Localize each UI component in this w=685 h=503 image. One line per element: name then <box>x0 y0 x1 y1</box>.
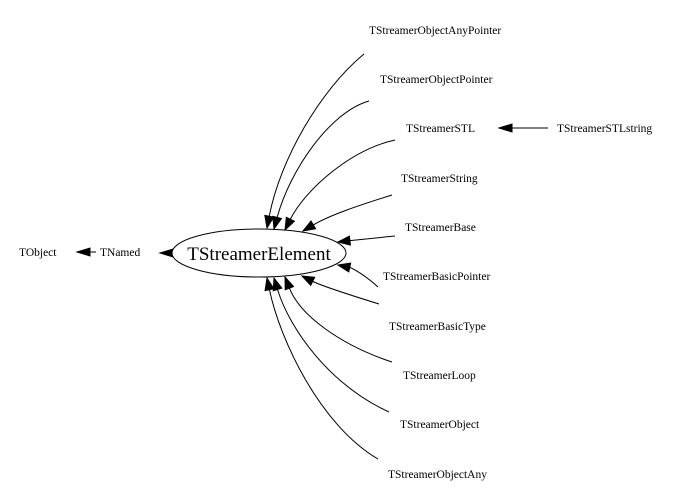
edge-line <box>313 194 393 226</box>
edges-to-tstreamerelement <box>264 53 396 460</box>
edge-line <box>349 267 379 288</box>
node-tnamed[interactable]: TNamed <box>100 247 140 259</box>
arrowhead-icon <box>336 262 352 273</box>
edge-line <box>312 280 380 305</box>
edge-tstreamerstlstring-to-tstreamerstl <box>497 123 548 133</box>
node-tstreamerobjectpointer[interactable]: TStreamerObjectPointer <box>380 74 493 86</box>
edge-tstreamerbasicpointer-to-tstreamerelement <box>336 262 379 288</box>
node-tstreamerbasictype[interactable]: TStreamerBasicType <box>389 321 486 333</box>
node-tstreamerobjectanypointer[interactable]: TStreamerObjectAnyPointer <box>369 25 501 37</box>
node-tstreamerelement-label: TStreamerElement <box>187 244 331 265</box>
edge-tnamed-to-tobject <box>75 247 96 257</box>
node-tstreamerloop[interactable]: TStreamerLoop <box>403 370 476 382</box>
edge-tstreamerobjectpointer-to-tstreamerelement <box>272 100 370 231</box>
edge-line <box>276 100 370 218</box>
arrowhead-icon <box>264 214 275 230</box>
arrowhead-icon <box>264 276 275 292</box>
edge-tstreamerbase-to-tstreamerelement <box>336 235 396 246</box>
edge-line <box>288 287 393 363</box>
node-tstreamerbase[interactable]: TStreamerBase <box>405 222 476 234</box>
edge-tstreamerbasictype-to-tstreamerelement <box>300 275 380 305</box>
node-tstreamerstlstring[interactable]: TStreamerSTLstring <box>557 123 652 135</box>
arrowhead-icon <box>272 276 283 292</box>
node-tobject[interactable]: TObject <box>19 247 57 259</box>
arrowhead-icon <box>301 220 317 232</box>
edge-line <box>268 289 379 460</box>
edge-tstreamerobject-to-tstreamerelement <box>272 276 390 413</box>
arrowhead-icon <box>336 235 352 246</box>
edge-tstreamerobjectany-to-tstreamerelement <box>264 276 379 460</box>
edge-tstreamerstl-to-tstreamerelement <box>284 139 396 232</box>
arrowhead-icon <box>272 215 283 231</box>
arrowhead-icon <box>75 247 91 257</box>
node-tstreamerstl[interactable]: TStreamerSTL <box>406 123 475 135</box>
arrowhead-icon <box>300 275 316 287</box>
edge-tstreamerelement-to-tnamed <box>158 248 174 258</box>
arrowhead-icon <box>284 216 296 232</box>
edge-tstreamerloop-to-tstreamerelement <box>284 275 393 363</box>
node-tstreamerbasicpointer[interactable]: TStreamerBasicPointer <box>383 271 490 283</box>
edge-tstreamerstring-to-tstreamerelement <box>301 194 393 232</box>
arrowhead-icon <box>284 275 295 291</box>
node-tstreamerstring[interactable]: TStreamerString <box>401 173 478 185</box>
edge-line <box>277 289 390 413</box>
edge-tstreamerobjectanypointer-to-tstreamerelement <box>264 53 365 230</box>
arrowhead-icon <box>497 123 513 133</box>
edge-line <box>349 235 396 242</box>
arrowhead-icon <box>158 248 174 258</box>
node-tstreamerobjectany[interactable]: TStreamerObjectAny <box>388 469 487 481</box>
node-tstreamerelement[interactable]: TStreamerElement <box>171 228 347 278</box>
node-tstreamerobject[interactable]: TStreamerObject <box>400 419 480 431</box>
edge-line <box>289 139 396 220</box>
edge-line <box>268 53 365 217</box>
